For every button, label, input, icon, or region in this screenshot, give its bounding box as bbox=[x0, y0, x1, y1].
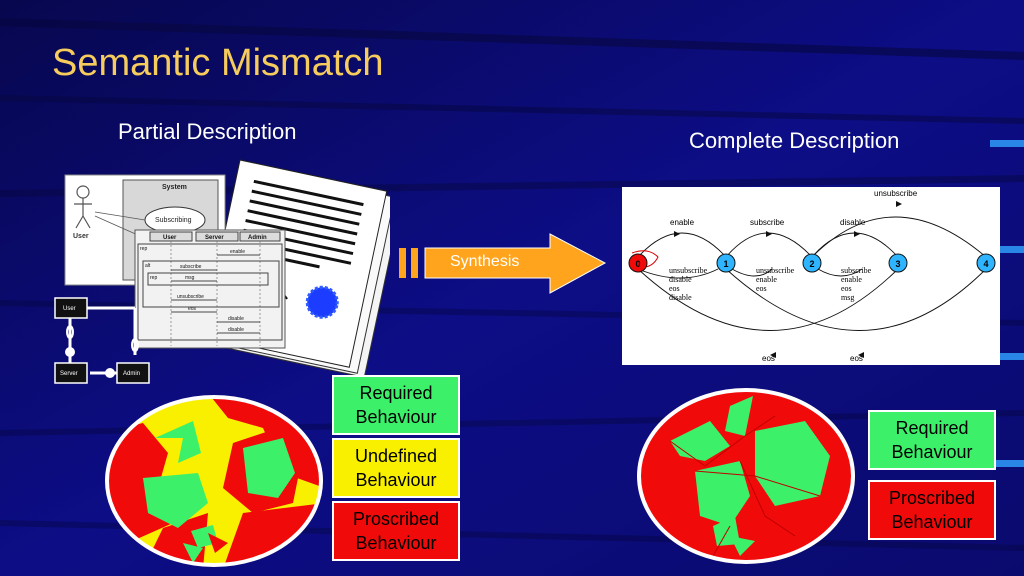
legend-required-right: Required Behaviour bbox=[868, 410, 996, 470]
state-loop-line: disable bbox=[669, 275, 692, 284]
state-4: 4 bbox=[983, 259, 988, 269]
msg-disable-2: disable bbox=[228, 327, 244, 333]
state-loop-line: enable bbox=[841, 275, 862, 284]
state-loop-line: unsubscribe bbox=[756, 266, 795, 275]
msg-subscribe: subscribe bbox=[180, 264, 202, 270]
lifeline-admin: Admin bbox=[248, 235, 267, 241]
msg-enable: enable bbox=[230, 249, 245, 255]
state-loop-line: msg bbox=[841, 293, 854, 302]
label-unsubscribe-top: unsubscribe bbox=[874, 189, 918, 198]
state-0: 0 bbox=[635, 259, 640, 269]
msg-eos: eos bbox=[188, 306, 197, 312]
component-server: Server bbox=[60, 371, 78, 377]
label-enable: enable bbox=[670, 218, 695, 227]
frame-rep: rep bbox=[140, 246, 147, 252]
usecase-label: Subscribing bbox=[155, 217, 192, 224]
state-loop-line: subscribe bbox=[841, 266, 872, 275]
complete-behaviour-ellipse bbox=[637, 388, 855, 564]
complete-description-label: Complete Description bbox=[689, 128, 900, 153]
frame-rep-inner: rep bbox=[150, 275, 157, 281]
state-machine: 0 1 2 3 4 enable subscribe disable unsub… bbox=[622, 187, 1000, 365]
msg-unsubscribe: unsubscribe bbox=[177, 294, 204, 300]
label-eos-left: eos bbox=[762, 354, 775, 363]
state-loop-line: eos bbox=[841, 284, 852, 293]
component-user: User bbox=[63, 306, 76, 312]
legend-required: Required Behaviour bbox=[332, 375, 460, 435]
state-2: 2 bbox=[809, 259, 814, 269]
slide-title: Semantic Mismatch bbox=[52, 42, 384, 84]
state-loop-line: enable bbox=[756, 275, 777, 284]
synthesis-label: Synthesis bbox=[450, 253, 520, 270]
lifeline-server: Server bbox=[205, 235, 224, 241]
legend-undefined: Undefined Behaviour bbox=[332, 438, 460, 498]
msg-disable-1: disable bbox=[228, 316, 244, 322]
state-loop-line: unsubscribe bbox=[669, 266, 708, 275]
state-loop-line: eos bbox=[756, 284, 767, 293]
actor-icon bbox=[74, 185, 92, 229]
synthesis-arrow bbox=[399, 233, 607, 294]
partial-description-label: Partial Description bbox=[118, 119, 297, 144]
lifeline-user: User bbox=[163, 235, 177, 241]
frame-alt: alt bbox=[145, 263, 151, 269]
label-disable: disable bbox=[840, 218, 866, 227]
component-diagram: User Server Admin bbox=[54, 297, 150, 384]
actor-label: User bbox=[73, 233, 89, 240]
system-label: System bbox=[162, 184, 187, 191]
label-eos-right: eos bbox=[850, 354, 863, 363]
state-1: 1 bbox=[723, 259, 728, 269]
legend-proscribed: Proscribed Behaviour bbox=[332, 501, 460, 561]
seal-icon bbox=[305, 285, 339, 319]
legend-proscribed-right: Proscribed Behaviour bbox=[868, 480, 996, 540]
component-admin: Admin bbox=[123, 371, 140, 377]
label-subscribe: subscribe bbox=[750, 218, 785, 227]
sequence-diagram: User Server Admin rep alt rep enable sub… bbox=[134, 229, 286, 349]
partial-description-illustration: User System Subscribing User Server Admi… bbox=[54, 159, 390, 384]
msg-msg: msg bbox=[185, 275, 195, 281]
state-3: 3 bbox=[895, 259, 900, 269]
state-loop-line: eos bbox=[669, 284, 680, 293]
state-loop-line: disable bbox=[669, 293, 692, 302]
partial-behaviour-ellipse bbox=[105, 395, 323, 567]
